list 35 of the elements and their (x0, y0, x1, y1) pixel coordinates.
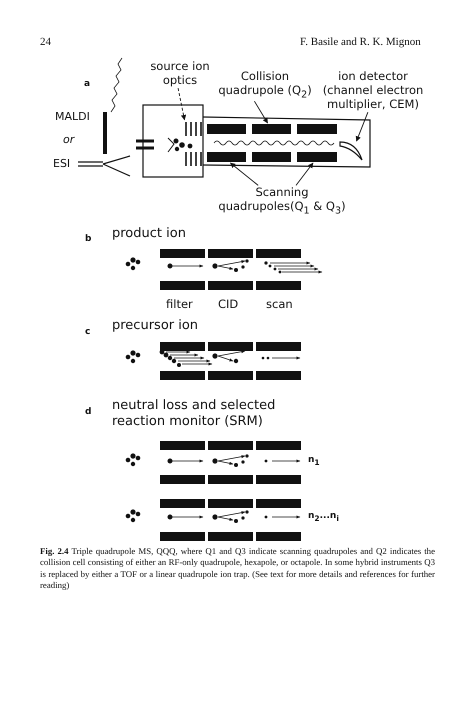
label-text: MALDI (55, 110, 90, 124)
label-text: filter (166, 298, 193, 312)
ion-detector-horn (339, 141, 363, 161)
leader-line (296, 162, 314, 186)
quadrupole-rod (252, 124, 291, 134)
quadrupole-rod (207, 152, 246, 162)
leader-line (178, 88, 186, 120)
panel-letter: b (85, 234, 92, 245)
callout-text: Collision quadrupole (Q$_{2}$) (212, 70, 318, 101)
page-number: 24 (40, 36, 51, 50)
figure-caption: Fig. 2.4 Triple quadrupole MS, QQQ, where Q1 and Q3 indicate scanning quadrupoles and Q2 indicates the collision cell consisting of either an RF-only quadrupole, hexapole, or octapole. In some hybrid instruments Q3 is replaced by either a TOF or a linear quadrupole ion trap. (See text for more details and references for further reading) (40, 546, 435, 592)
panel-title: product ion (112, 226, 186, 242)
quadrupole-rod (207, 124, 246, 134)
label-text: or (63, 133, 74, 146)
panel-letter: d (85, 407, 92, 418)
callout-text: ion detector (channel electron multiplier, CEM) (322, 70, 424, 112)
quadrupole-rod (297, 124, 337, 134)
quadrupole-rod (297, 152, 337, 162)
callout-text: source ion optics (148, 60, 212, 88)
label-text: n$_{1}$ (308, 455, 320, 467)
leader-line (254, 100, 268, 124)
label-text: n$_{2}$...n$_{i}$ (308, 511, 339, 523)
leader-line (356, 112, 368, 142)
callout-text: Scanning quadrupoles(Q$_{1}$ & Q$_{3}$) (212, 186, 352, 217)
panel-letter: a (84, 79, 90, 90)
label-text: scan (266, 298, 293, 312)
quadrupole-rod (252, 152, 291, 162)
panel-letter: c (85, 327, 90, 338)
panel-title: neutral loss and selected reaction monitor (SRM) (112, 398, 276, 430)
label-text: ESI (53, 157, 70, 170)
panel-title: precursor ion (112, 318, 198, 334)
running-header: F. Basile and R. K. Mignon (300, 36, 421, 50)
leader-line (230, 162, 259, 186)
label-text: CID (218, 298, 238, 312)
ion-optics-lens (185, 122, 202, 166)
